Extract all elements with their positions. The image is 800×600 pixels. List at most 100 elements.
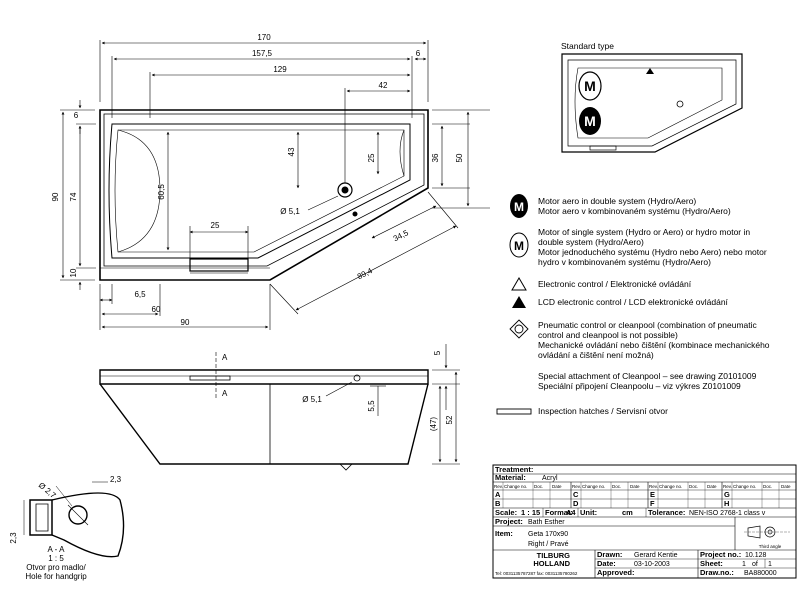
detail-scale: 1 : 5 xyxy=(48,554,64,563)
dim-60-5: 60,5 xyxy=(157,184,166,200)
sheet-total: 1 xyxy=(768,561,772,568)
legend-text: ovládání a čištění není možná) xyxy=(538,350,654,360)
svg-text:Date: Date xyxy=(781,484,791,489)
detail-section-label: A - A xyxy=(48,545,66,554)
rev-letter-d: D xyxy=(573,499,579,508)
dim-10: 10 xyxy=(69,268,78,277)
plan-dimension-text: 170 157,5 129 42 6 6 90 74 10 60,5 43 25… xyxy=(51,33,464,327)
svg-text:M: M xyxy=(584,78,596,94)
date-value: 03-10-2003 xyxy=(634,561,670,568)
item-line-2: Right / Pravé xyxy=(528,541,569,548)
dim-25-horizontal: 25 xyxy=(211,221,220,230)
svg-text:Doc.: Doc. xyxy=(689,484,698,489)
scale-label: Scale: xyxy=(495,508,517,517)
rev-letter-e: E xyxy=(650,490,655,499)
item-line-1: Geta 170x90 xyxy=(528,531,568,538)
detail-caption-cz: Otvor pro madlo/ xyxy=(26,563,86,572)
dim-side-hole: Ø 5,1 xyxy=(302,395,322,404)
dim-hole-diameter: Ø 5,1 xyxy=(280,207,300,216)
legend-item-electronic: Electronic control / Elektronické ovládá… xyxy=(511,277,692,291)
drawn-value: Gerard Kentie xyxy=(634,552,678,559)
approved-label: Approved: xyxy=(597,568,635,577)
svg-text:M: M xyxy=(584,113,596,129)
dim-90-bottom: 90 xyxy=(181,318,190,327)
svg-text:Rev.: Rev. xyxy=(494,484,503,489)
dim-50: 50 xyxy=(455,153,464,162)
dim-42: 42 xyxy=(379,81,388,90)
side-dimension-text: 5 (47) 52 5,5 Ø 5,1 A A xyxy=(222,350,454,431)
svg-text:Doc.: Doc. xyxy=(763,484,772,489)
sheet-label: Sheet: xyxy=(700,559,723,568)
dim-89-4: 89,4 xyxy=(356,266,374,281)
title-block: Treatment: Material: Acryl Rev. Change n… xyxy=(492,464,797,579)
legend-item-pneumatic: Pneumatic control or cleanpool (combinat… xyxy=(509,319,770,360)
format-label: Format: xyxy=(545,508,573,517)
plan-dimension-lines xyxy=(60,40,490,330)
drawing-no-value: BA880000 xyxy=(744,570,777,577)
rev-letter-a: A xyxy=(495,490,501,499)
legend-text: Motor of single system (Hydro or Aero) o… xyxy=(538,227,750,237)
motor-single-icon xyxy=(509,232,529,258)
legend-text: double system (Hydro/Aero) xyxy=(538,237,644,247)
section-marker-a-top: A xyxy=(222,353,228,362)
electronic-control-icon xyxy=(511,277,527,291)
dim-detail-2-3-vertical: 2,3 xyxy=(9,532,18,544)
section-marker-a-bottom: A xyxy=(222,389,228,398)
sheet-value: 1 xyxy=(742,561,746,568)
sheet-of: of xyxy=(752,561,758,568)
legend-text: Mechanické ovládání nebo čištění (kombin… xyxy=(538,340,770,350)
dim-36: 36 xyxy=(431,153,440,162)
tolerance-label: Tolerance: xyxy=(648,508,685,517)
motor-single-icon xyxy=(578,71,602,101)
dim-170: 170 xyxy=(257,33,271,42)
dim-43: 43 xyxy=(287,147,296,156)
svg-text:Change no.: Change no. xyxy=(582,484,605,489)
company-country: HOLLAND xyxy=(533,559,570,568)
scale-value: 1 : 15 xyxy=(521,508,540,517)
drawn-label: Drawn: xyxy=(597,550,622,559)
motor-double-icon xyxy=(579,107,601,135)
rev-letter-c: C xyxy=(573,490,579,499)
legend-item-special-attachment: Special attachment of Cleanpool – see dr… xyxy=(538,371,757,391)
legend-text: Motor jednoduchého systému (Hydro nebo A… xyxy=(538,247,767,257)
svg-text:Change no.: Change no. xyxy=(659,484,682,489)
dim-157-5: 157,5 xyxy=(252,49,273,58)
legend-item-motor-double: M Motor aero in double system (Hydro/Aer… xyxy=(510,194,731,218)
legend-text: Electronic control / Elektronické ovládá… xyxy=(538,279,692,289)
standard-type-title: Standard type xyxy=(561,41,614,51)
svg-text:Rev.: Rev. xyxy=(572,484,581,489)
dim-6-5: 6,5 xyxy=(134,290,146,299)
dim-34-5: 34,5 xyxy=(392,228,410,243)
item-label: Item: xyxy=(495,529,513,538)
svg-text:Date: Date xyxy=(707,484,717,489)
dim-6-top: 6 xyxy=(416,49,421,58)
company-phone: Tel: 0031135787287 fax: 0031135780262 xyxy=(495,571,578,576)
material-value: Acryl xyxy=(542,475,558,482)
svg-text:M: M xyxy=(514,200,524,214)
material-label: Material: xyxy=(495,473,526,482)
side-dimension-lines xyxy=(215,344,460,465)
dim-detail-2-3-horizontal: 2,3 xyxy=(110,475,122,484)
unit-label: Unit: xyxy=(580,508,597,517)
svg-text:Rev.: Rev. xyxy=(723,484,732,489)
dim-detail-2-7: Ø 2,7 xyxy=(37,481,58,501)
project-value: Bath Esther xyxy=(528,519,565,526)
project-no-value: 10.128 xyxy=(745,552,767,559)
handgrip-section-detail: Ø 2,7 2,3 2,3 A - A 1 : 5 Otvor pro madl… xyxy=(9,475,125,581)
standard-type-view: Standard type M M xyxy=(561,41,743,153)
dim-5-5: 5,5 xyxy=(367,400,376,412)
bathtub-side-view xyxy=(99,369,429,471)
legend-text: Motor aero in double system (Hydro/Aero) xyxy=(538,196,696,206)
dim-5: 5 xyxy=(433,350,442,355)
legend-text: Motor aero v kombinovaném systému (Hydro… xyxy=(538,206,731,216)
pneumatic-control-icon xyxy=(509,319,529,339)
unit-value: cm xyxy=(622,508,633,517)
projection-label: Third angle xyxy=(759,544,782,549)
dim-74: 74 xyxy=(69,192,78,201)
legend: M Motor aero in double system (Hydro/Aer… xyxy=(496,194,770,416)
dim-60-bottom: 60 xyxy=(152,305,161,314)
legend-text: LCD electronic control / LCD elektronick… xyxy=(538,297,729,307)
project-label: Project: xyxy=(495,517,523,526)
date-label: Date: xyxy=(597,559,616,568)
project-no-label: Project no.: xyxy=(700,550,741,559)
